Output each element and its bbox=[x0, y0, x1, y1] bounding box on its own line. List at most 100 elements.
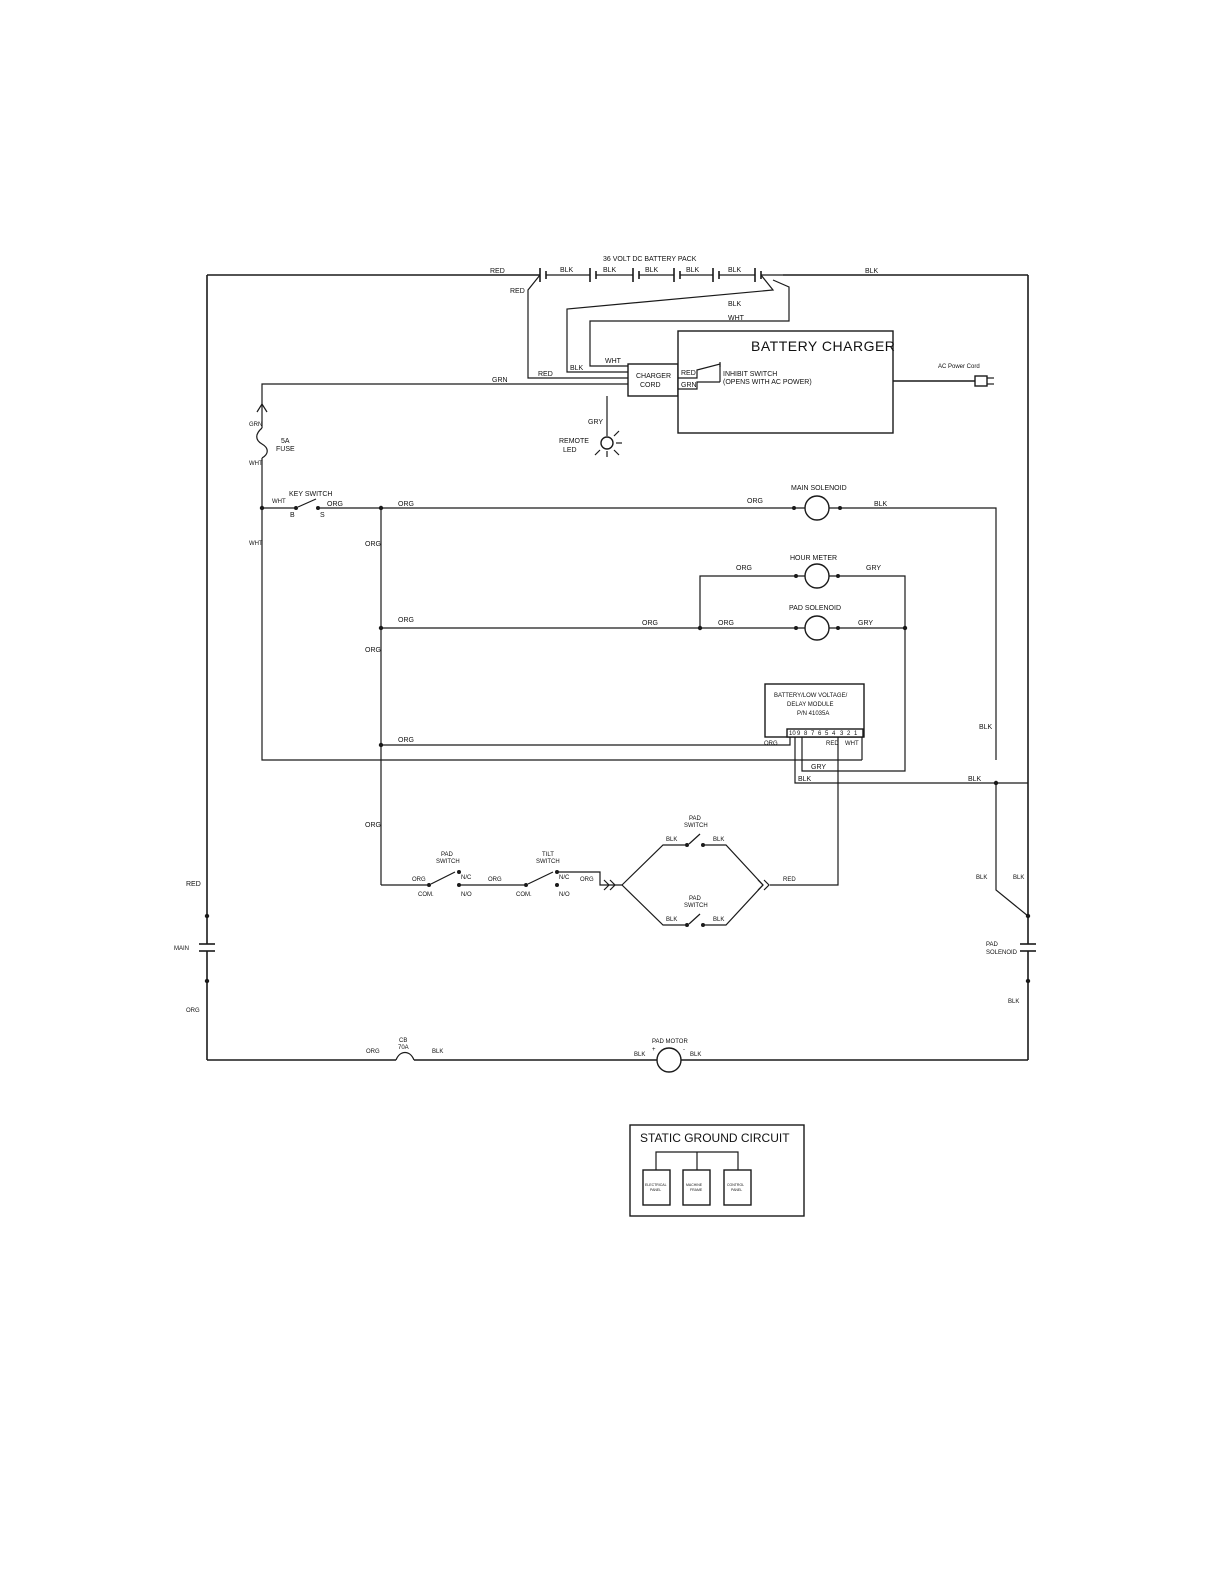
cell-link-label: BLK bbox=[560, 267, 574, 274]
wire-label-blk: BLK bbox=[1008, 999, 1019, 1005]
main-solenoid-coil: MAIN SOLENOID BLK BLK bbox=[791, 485, 997, 760]
wire-label-wht: WHT bbox=[605, 358, 622, 365]
wire-label-org: ORG bbox=[488, 877, 502, 883]
delay-module: BATTERY/LOW VOLTAGE/ DELAY MODULE P/N 41… bbox=[381, 683, 1028, 886]
wire-label-blk: BLK bbox=[976, 875, 987, 881]
inhibit-switch-label: INHIBIT SWITCH bbox=[723, 371, 777, 378]
cb-label: CB bbox=[399, 1038, 407, 1044]
charger-red-label: RED bbox=[681, 370, 696, 377]
wire-label-blk: BLK bbox=[634, 1052, 645, 1058]
wire-label-blk: BLK bbox=[798, 776, 812, 783]
cell-link-label: BLK bbox=[603, 267, 617, 274]
wire-label-blk: BLK bbox=[979, 724, 993, 731]
module-pin: 7 bbox=[811, 731, 815, 737]
ground-box-label: MACHINE bbox=[686, 1183, 703, 1187]
wire-label-org: ORG bbox=[718, 620, 734, 627]
circuit-breaker: CB 70A bbox=[395, 1038, 415, 1061]
pad-switch-label: SWITCH bbox=[684, 823, 708, 829]
wire-label-red: RED bbox=[783, 877, 796, 883]
tilt-switch-label: SWITCH bbox=[536, 859, 560, 865]
wire-label-org: ORG bbox=[642, 620, 658, 627]
charger-cord-label: CORD bbox=[640, 382, 661, 389]
wire-label-grn: GRN bbox=[249, 422, 262, 428]
cb-label: 70A bbox=[398, 1045, 409, 1051]
wire-label-blk: BLK bbox=[713, 917, 724, 923]
pad-solenoid-contact-label: PAD bbox=[986, 942, 999, 948]
remote-led: REMOTE LED bbox=[559, 430, 622, 457]
wire-label-org: ORG bbox=[398, 617, 414, 624]
wire-label-org: ORG bbox=[412, 877, 426, 883]
wire-label-blk: BLK bbox=[713, 837, 724, 843]
contact-com: COM. bbox=[418, 892, 434, 898]
ground-box-label: PANEL bbox=[731, 1188, 742, 1192]
wire-label-red: RED bbox=[826, 741, 839, 747]
wire-label-org: ORG bbox=[186, 1008, 200, 1014]
remote-led-label: REMOTE bbox=[559, 438, 589, 445]
wire-label-gry: GRY bbox=[866, 565, 881, 572]
wire-label-org: ORG bbox=[366, 1049, 380, 1055]
fuse-label: FUSE bbox=[276, 446, 295, 453]
module-pin: 2 bbox=[847, 731, 851, 737]
contact-nc: N/C bbox=[461, 875, 472, 881]
battery-cells bbox=[539, 268, 783, 282]
ground-box-control: CONTROL PANEL bbox=[723, 1169, 752, 1206]
module-pin: 9 bbox=[797, 731, 801, 737]
ground-box-frame: MACHINE FRAME bbox=[682, 1169, 711, 1206]
wire-label-org: ORG bbox=[398, 737, 414, 744]
hour-meter-label: HOUR METER bbox=[790, 555, 837, 562]
wire-label-org: ORG bbox=[736, 565, 752, 572]
module-label: P/N 41035A bbox=[797, 711, 829, 717]
key-switch-b: B bbox=[290, 512, 295, 519]
charger-grn-label: GRN bbox=[681, 382, 697, 389]
wire-label-gry: GRY bbox=[858, 620, 873, 627]
pad-switch-label: SWITCH bbox=[684, 903, 708, 909]
wire-label-wht: WHT bbox=[249, 461, 263, 467]
key-switch: KEY SWITCH WHT B S ORG bbox=[259, 491, 343, 519]
contact-com: COM. bbox=[516, 892, 532, 898]
ac-power-cord-label: AC Power Cord bbox=[938, 364, 980, 370]
static-ground-circuit: STATIC GROUND CIRCUIT ELECTRICAL PANEL M… bbox=[629, 1124, 805, 1217]
wire-label-gry: GRY bbox=[588, 419, 603, 426]
wire-label-org: ORG bbox=[398, 501, 414, 508]
contact-nc: N/C bbox=[559, 875, 570, 881]
plug-icon bbox=[974, 375, 994, 387]
main-contact: MAIN bbox=[174, 943, 215, 952]
wire-label-gry: GRY bbox=[811, 764, 826, 771]
wire-label-blk: BLK bbox=[865, 268, 879, 275]
wire-label-wht: WHT bbox=[272, 499, 286, 505]
module-pin: 10 bbox=[789, 731, 796, 737]
module-pin: 6 bbox=[818, 731, 822, 737]
ground-box-label: CONTROL bbox=[727, 1183, 744, 1187]
cell-link-label: BLK bbox=[645, 267, 659, 274]
wire-label-grn: GRN bbox=[492, 377, 508, 384]
fuse-label: 5A bbox=[281, 438, 290, 445]
wire-label-org: ORG bbox=[327, 501, 343, 508]
pad-solenoid-coil-label: PAD SOLENOID bbox=[789, 605, 841, 612]
pad-switch: PAD SWITCH N/C N/O COM. bbox=[418, 852, 472, 898]
org-bus: ORG ORG ORG ORG ORG bbox=[318, 498, 805, 885]
wire-label-blk: BLK bbox=[432, 1049, 443, 1055]
ground-box-label: ELECTRICAL bbox=[645, 1183, 667, 1187]
module-pin: 5 bbox=[825, 731, 829, 737]
module-label: BATTERY/LOW VOLTAGE/ bbox=[774, 693, 848, 699]
charger-wiring: RED RED BLK BLK WHT WHT GRN GRY bbox=[261, 274, 790, 436]
ground-box-electrical: ELECTRICAL PANEL bbox=[642, 1169, 671, 1206]
module-pin: 4 bbox=[832, 731, 836, 737]
module-pins: 10 9 8 7 6 5 4 3 2 1 bbox=[786, 728, 864, 738]
wire-label-org: ORG bbox=[764, 741, 778, 747]
wire-label-red: RED bbox=[490, 268, 505, 275]
main-solenoid-label: MAIN SOLENOID bbox=[791, 485, 847, 492]
wire-label-org: ORG bbox=[747, 498, 763, 505]
wire-label-red: RED bbox=[538, 371, 553, 378]
wire-label-org: ORG bbox=[365, 541, 381, 548]
wire-label-wht: WHT bbox=[845, 741, 859, 747]
fuse: GRN WHT 5A FUSE bbox=[249, 402, 295, 508]
inhibit-switch-note: (OPENS WITH AC POWER) bbox=[723, 379, 812, 386]
ground-box-label: FRAME bbox=[690, 1188, 703, 1192]
key-switch-s: S bbox=[320, 512, 325, 519]
wire-label-red: RED bbox=[510, 288, 525, 295]
pad-switch-label: PAD bbox=[689, 896, 702, 902]
wire-label-blk: BLK bbox=[570, 365, 584, 372]
wire-label-blk: BLK bbox=[690, 1052, 701, 1058]
battery-pack: 36 VOLT DC BATTERY PACK BLK BLK bbox=[207, 256, 1028, 282]
